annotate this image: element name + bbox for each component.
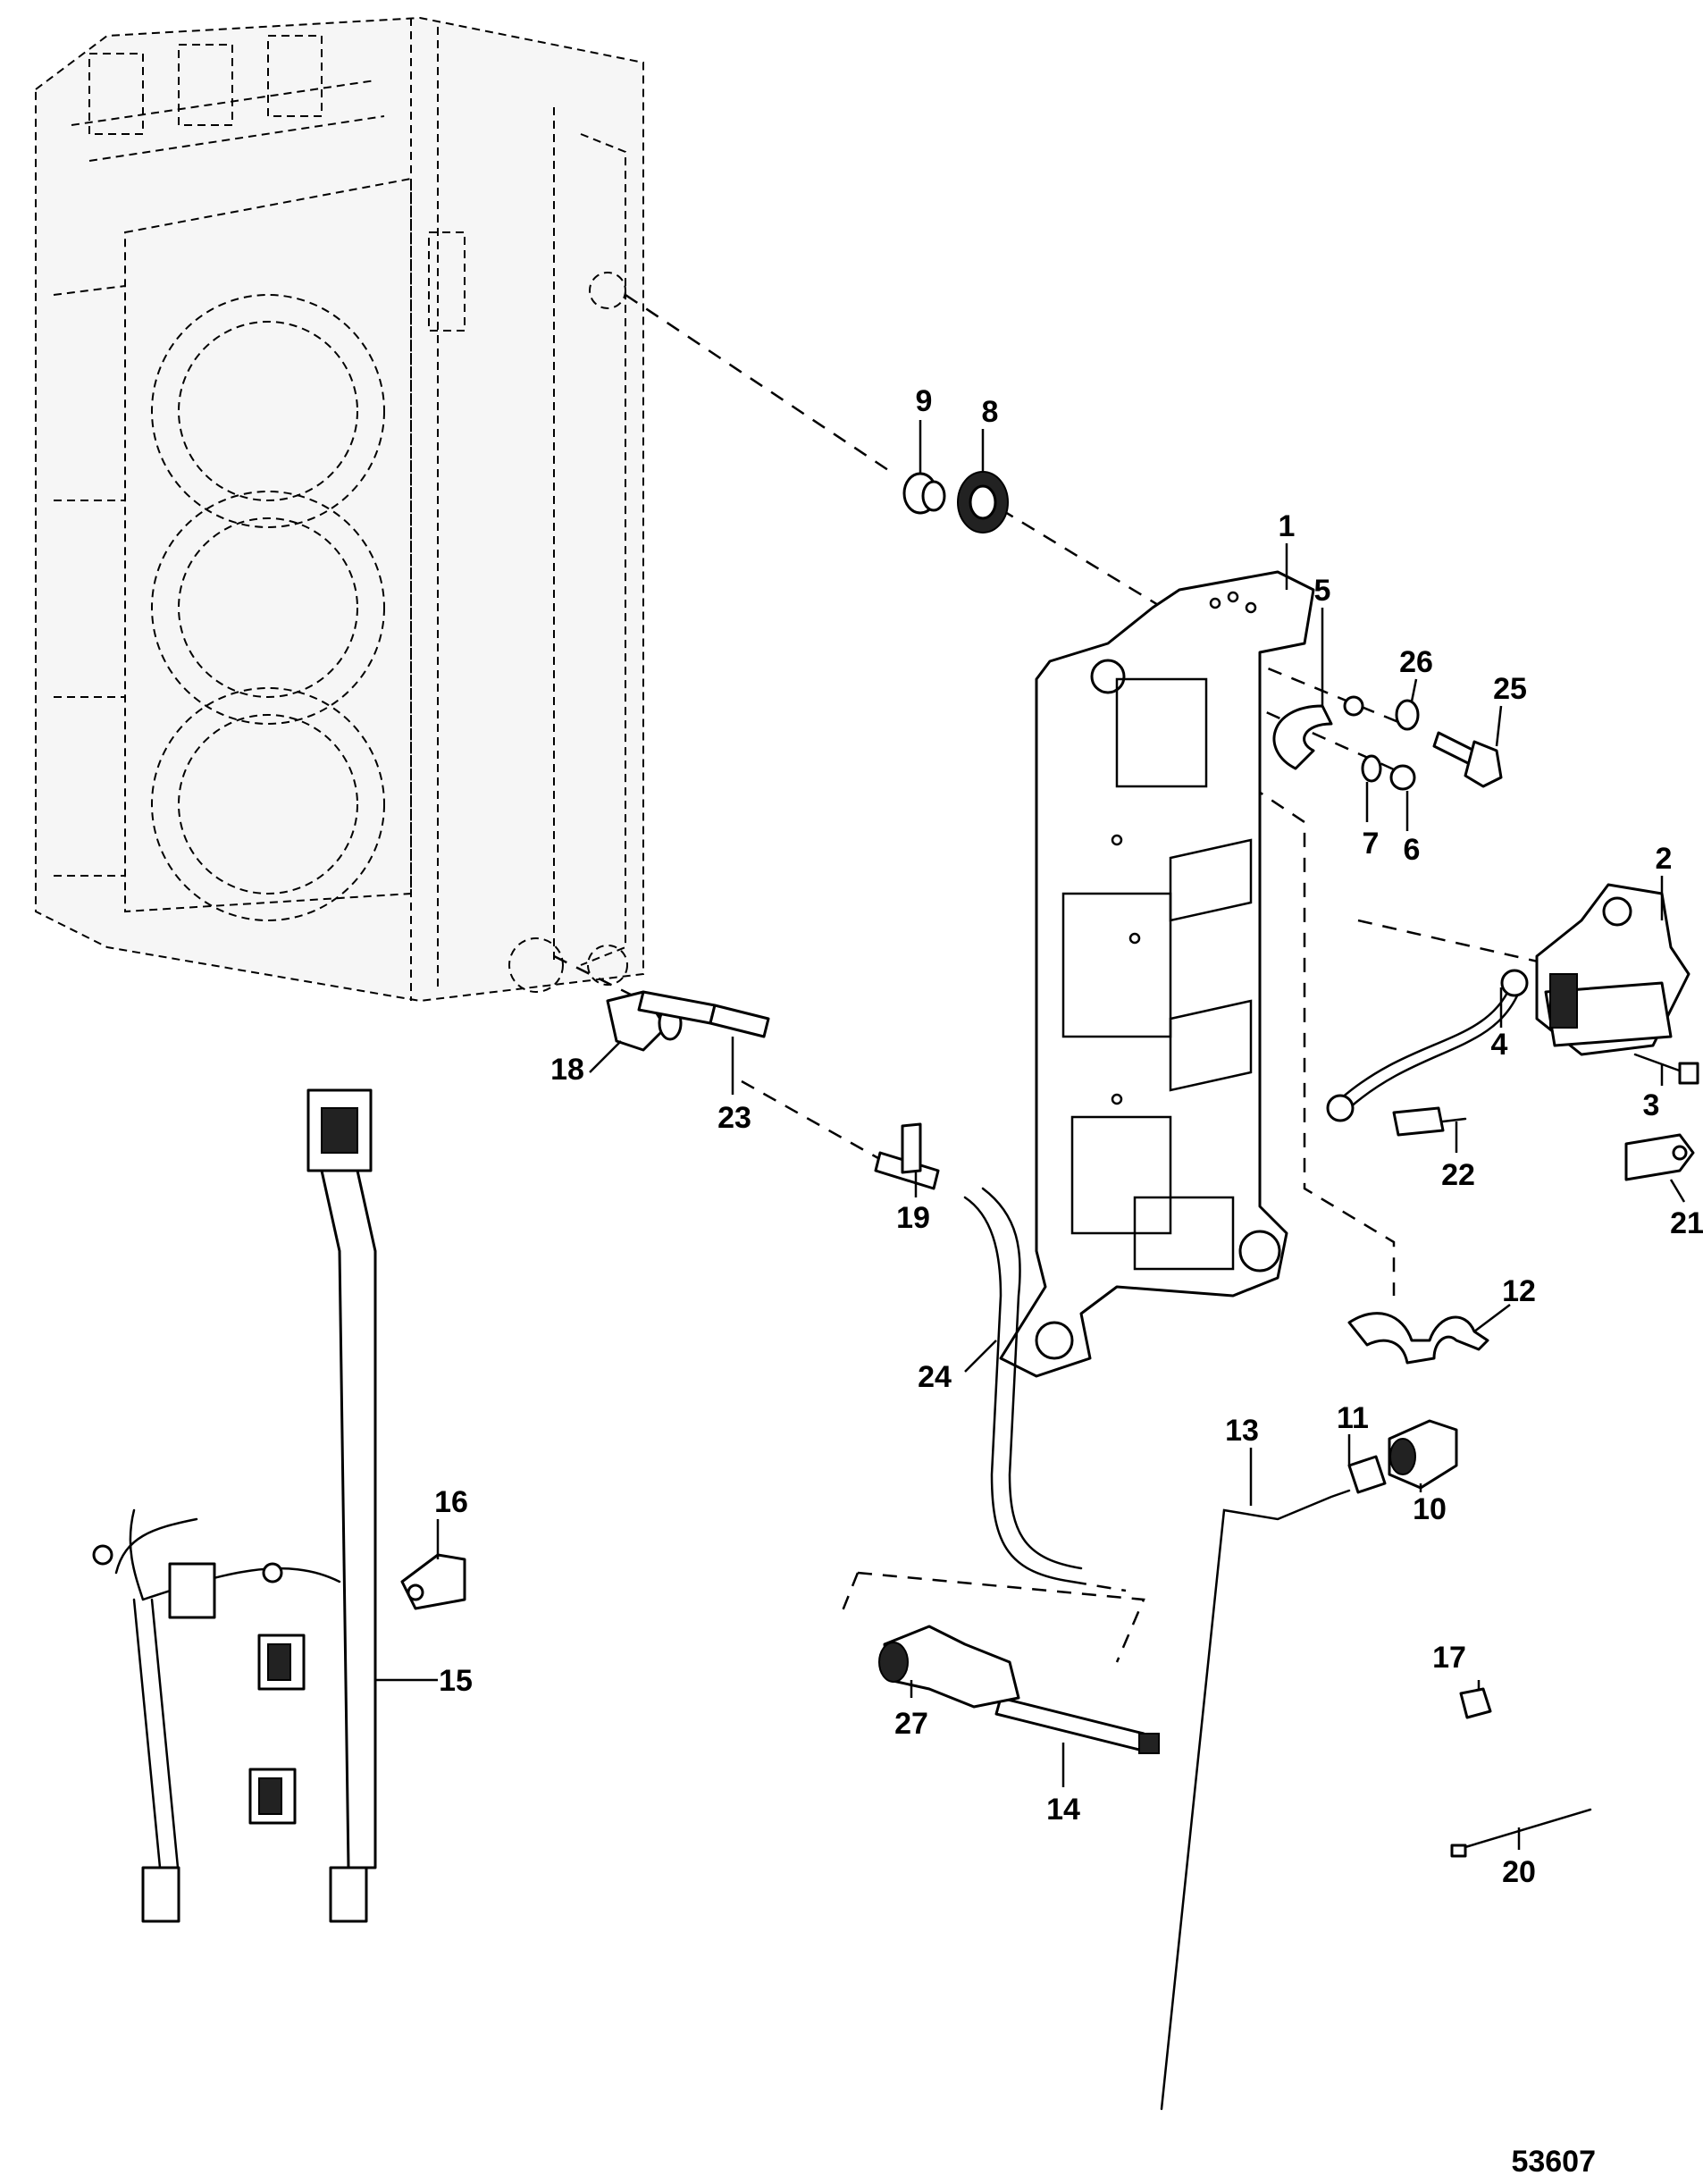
callout-20: 20 (1502, 1855, 1536, 1889)
part-23-tube (637, 990, 770, 1038)
part-13-rod (1160, 1489, 1351, 2111)
callout-2: 2 (1656, 842, 1673, 876)
callout-5: 5 (1314, 574, 1331, 608)
part-20-cable-tie (1450, 1808, 1592, 1858)
part-8-grommet (957, 471, 1009, 533)
part-19-tee (874, 1122, 940, 1190)
callout-22: 22 (1441, 1158, 1475, 1192)
callout-18: 18 (550, 1053, 584, 1087)
part-4-cable (1326, 969, 1529, 1122)
callout-19: 19 (896, 1201, 930, 1235)
callout-7: 7 (1363, 827, 1380, 861)
callouts: 1 2 3 4 5 6 7 8 9 10 11 12 13 14 15 16 1… (434, 384, 1703, 1889)
part-2-coil (1535, 883, 1690, 1056)
callout-23: 23 (717, 1101, 751, 1135)
part-15-harness (92, 1088, 377, 1923)
part-16-clip (400, 1553, 466, 1610)
part-9-sleeve (902, 472, 946, 515)
callout-26: 26 (1399, 645, 1433, 679)
part-10-sensor (1388, 1419, 1458, 1490)
part-7-washer (1361, 754, 1382, 783)
callout-27: 27 (894, 1707, 928, 1741)
engine-block (35, 16, 644, 1003)
part-3-bolt (1633, 1053, 1699, 1085)
part-1-bracket-plate (999, 570, 1315, 1378)
callout-16: 16 (434, 1485, 468, 1519)
callout-13: 13 (1225, 1414, 1259, 1448)
callout-24: 24 (918, 1360, 952, 1394)
callout-17: 17 (1432, 1641, 1466, 1675)
part-6-screw (1389, 764, 1416, 791)
callout-15: 15 (439, 1664, 473, 1698)
part-27-connector (878, 1625, 1020, 1709)
part-12-clip (1347, 1312, 1489, 1365)
part-22-sensor (1392, 1106, 1467, 1137)
callout-6: 6 (1404, 833, 1421, 867)
callout-8: 8 (982, 395, 999, 429)
part-14-tube (994, 1696, 1160, 1754)
leader-lines (375, 420, 1686, 1850)
part-25-bolt (1432, 731, 1503, 788)
part-11-fitting (1347, 1455, 1387, 1494)
callout-3: 3 (1643, 1088, 1660, 1122)
callout-11: 11 (1337, 1401, 1369, 1435)
callout-12: 12 (1502, 1274, 1536, 1308)
callout-21: 21 (1670, 1206, 1703, 1240)
callout-10: 10 (1413, 1492, 1447, 1526)
figure-number: 53607 (1511, 2145, 1596, 2179)
part-24-hose (963, 1187, 1083, 1583)
part-5-clamp (1272, 695, 1364, 770)
part-17-clip (1459, 1687, 1492, 1719)
callout-9: 9 (916, 384, 933, 418)
part-26-washer (1395, 699, 1420, 731)
callout-4: 4 (1491, 1028, 1508, 1062)
callout-14: 14 (1046, 1793, 1080, 1827)
callout-1: 1 (1279, 509, 1296, 543)
part-21-clamp (1624, 1133, 1695, 1181)
callout-25: 25 (1493, 672, 1527, 706)
